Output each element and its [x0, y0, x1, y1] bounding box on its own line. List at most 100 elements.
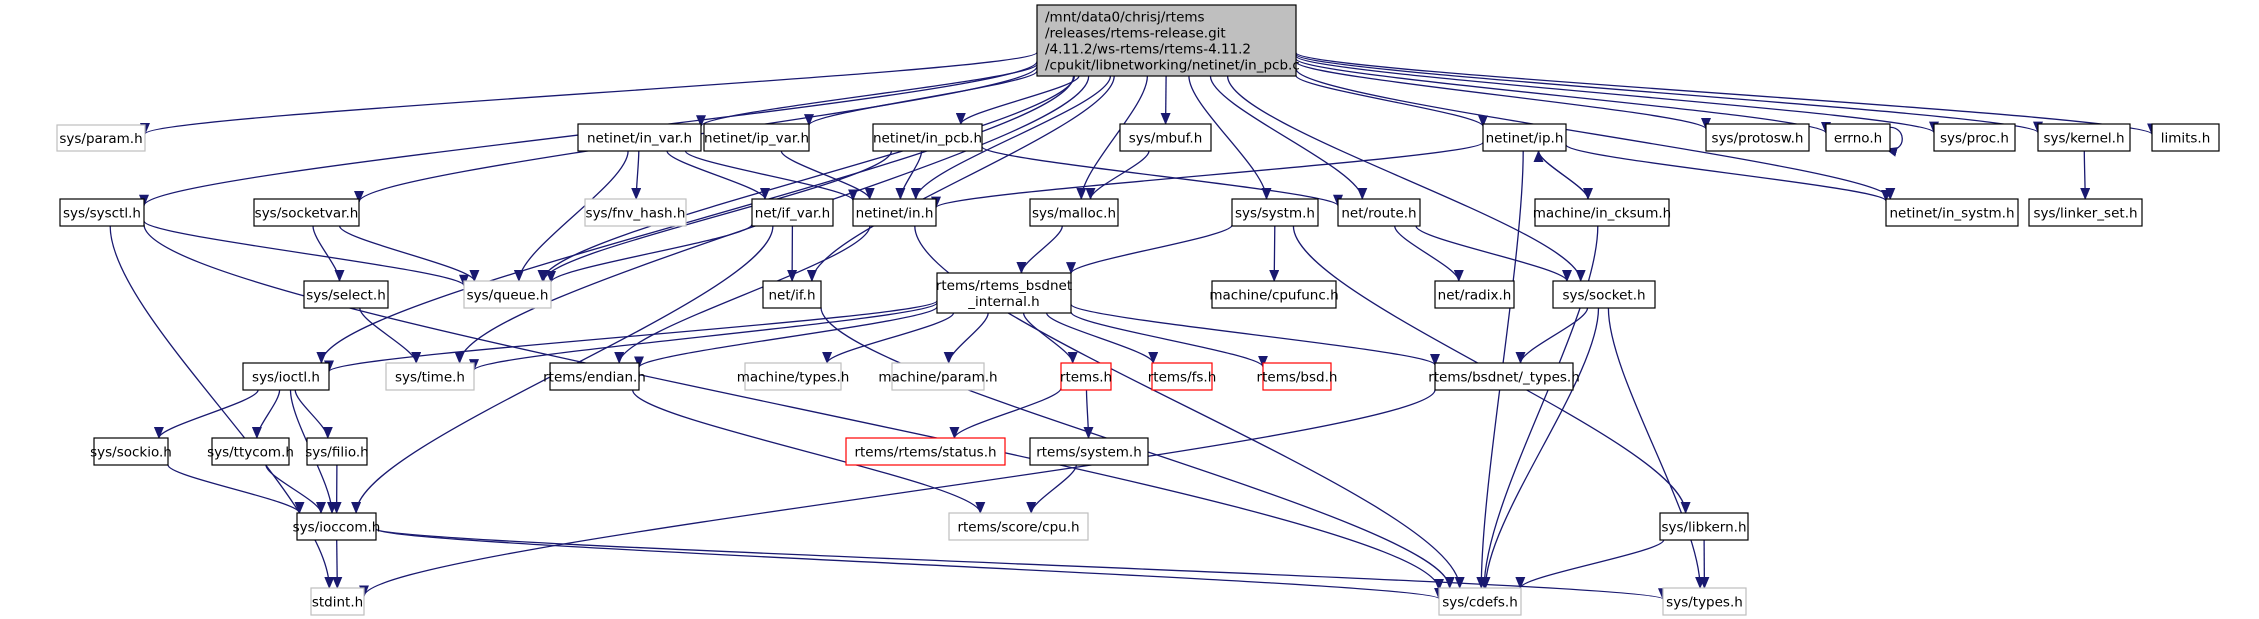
node-label: machine/in_cksum.h	[1533, 206, 1671, 222]
node-label: sys/select.h	[306, 288, 386, 304]
node-sockio[interactable]: sys/sockio.h	[90, 437, 172, 466]
node-btypes[interactable]: rtems/bsdnet/_types.h	[1428, 362, 1580, 391]
edge-in_pcb-to-route	[981, 145, 1343, 207]
node-label: sys/queue.h	[467, 288, 549, 304]
node-rfs[interactable]: rtems/fs.h	[1148, 362, 1217, 391]
node-sysctl[interactable]: sys/sysctl.h	[59, 198, 145, 227]
node-label: sys/libkern.h	[1661, 520, 1746, 536]
node-socket[interactable]: sys/socket.h	[1552, 280, 1656, 309]
node-queue[interactable]: sys/queue.h	[463, 280, 552, 309]
node-if_var[interactable]: net/if_var.h	[751, 198, 834, 227]
node-box	[1662, 587, 1747, 616]
node-box	[891, 362, 985, 391]
node-mbuf[interactable]: sys/mbuf.h	[1119, 123, 1212, 152]
edge-route-to-socket	[1415, 225, 1572, 282]
node-cpu[interactable]: rtems/score/cpu.h	[948, 512, 1089, 541]
edge-root-to-if	[806, 75, 1115, 282]
node-in_var[interactable]: netinet/in_var.h	[577, 123, 702, 152]
node-label: /cpukit/libnetworking/netinet/in_pcb.c	[1045, 58, 1300, 74]
node-limits[interactable]: limits.h	[2151, 123, 2220, 152]
node-label: sys/cdefs.h	[1442, 595, 1518, 611]
edge-ip-to-in_systm	[1565, 144, 1891, 202]
node-label: sys/kernel.h	[2043, 131, 2124, 147]
node-socketvar[interactable]: sys/socketvar.h	[253, 198, 360, 227]
node-label: sys/systm.h	[1235, 206, 1315, 222]
node-box	[1885, 198, 2019, 227]
edge-systm-to-bsdnet_internal	[1066, 224, 1233, 275]
node-endian[interactable]: rtems/endian.h	[543, 362, 646, 391]
node-ioctl[interactable]: sys/ioctl.h	[242, 362, 330, 391]
node-select[interactable]: sys/select.h	[303, 280, 389, 309]
node-proc[interactable]: sys/proc.h	[1933, 123, 2016, 152]
node-rbsd[interactable]: rtems/bsd.h	[1257, 362, 1338, 391]
node-ip[interactable]: netinet/ip.h	[1482, 123, 1567, 152]
node-linker_set[interactable]: sys/linker_set.h	[2028, 198, 2143, 227]
node-sys_param[interactable]: sys/param.h	[56, 124, 146, 152]
node-bsdnet_internal[interactable]: rtems/rtems_bsdnet_internal.h	[936, 272, 1072, 314]
node-label: machine/types.h	[737, 370, 850, 386]
node-label: netinet/in_systm.h	[1889, 206, 2014, 222]
node-protosw[interactable]: sys/protosw.h	[1705, 123, 1810, 152]
node-box	[1434, 280, 1515, 309]
node-in_pcb[interactable]: netinet/in_pcb.h	[872, 123, 983, 152]
edge-ioccom-to-stdint	[332, 539, 343, 589]
node-libkern[interactable]: sys/libkern.h	[1659, 512, 1749, 541]
edge-in_var-to-fnv_hash	[631, 150, 642, 200]
node-stdint[interactable]: stdint.h	[310, 587, 365, 616]
edge-socket-to-cdefs	[1480, 307, 1600, 589]
edge-systm-to-cpufunc	[1269, 225, 1280, 282]
node-mtypes[interactable]: machine/types.h	[737, 362, 850, 391]
node-label: limits.h	[2161, 131, 2211, 147]
node-cdefs[interactable]: sys/cdefs.h	[1438, 587, 1522, 616]
node-time[interactable]: sys/time.h	[385, 362, 475, 391]
node-box	[1705, 123, 1810, 152]
node-systm[interactable]: sys/systm.h	[1231, 198, 1319, 227]
node-box	[1211, 280, 1337, 309]
root-file-node[interactable]: /mnt/data0/chrisj/rtems/releases/rtems-r…	[1036, 4, 1300, 77]
node-rsystem[interactable]: rtems/system.h	[1029, 437, 1149, 466]
node-label: netinet/in.h	[856, 206, 934, 222]
node-filio[interactable]: sys/filio.h	[305, 437, 369, 466]
node-label: machine/param.h	[878, 370, 997, 386]
node-ioccom[interactable]: sys/ioccom.h	[293, 512, 381, 541]
node-fnv_hash[interactable]: sys/fnv_hash.h	[584, 198, 687, 227]
node-label: stdint.h	[312, 595, 363, 611]
node-rtems[interactable]: rtems.h	[1060, 362, 1112, 391]
node-label: sys/ttycom.h	[207, 445, 294, 461]
edge-ttycom-to-ioccom	[265, 464, 326, 514]
node-if[interactable]: net/if.h	[762, 280, 822, 309]
edge-root-to-mbuf	[1160, 75, 1171, 125]
nodes-layer: /mnt/data0/chrisj/rtems/releases/rtems-r…	[56, 4, 2220, 616]
edge-rsystem-to-cpu	[1026, 464, 1077, 514]
node-mparam[interactable]: machine/param.h	[878, 362, 998, 391]
node-in_cksum[interactable]: machine/in_cksum.h	[1533, 198, 1671, 227]
node-radix[interactable]: net/radix.h	[1434, 280, 1515, 309]
node-status[interactable]: rtems/rtems/status.h	[845, 437, 1006, 466]
node-errno[interactable]: errno.h	[1825, 123, 1891, 152]
node-ttycom[interactable]: sys/ttycom.h	[207, 437, 294, 466]
edge-root-to-in	[910, 75, 1112, 200]
node-box	[1060, 362, 1112, 391]
node-label: sys/socketvar.h	[255, 206, 359, 222]
node-in_systm[interactable]: netinet/in_systm.h	[1885, 198, 2019, 227]
node-label: netinet/in_var.h	[587, 131, 692, 147]
node-kernel[interactable]: sys/kernel.h	[2037, 123, 2131, 152]
node-box	[1119, 123, 1212, 152]
edge-root-to-ip	[1295, 74, 1488, 128]
edge-ioctl-to-filio	[294, 389, 333, 439]
edge-root-to-route	[1209, 75, 1368, 200]
node-route[interactable]: net/route.h	[1337, 198, 1421, 227]
node-types[interactable]: sys/types.h	[1662, 587, 1747, 616]
node-label: sys/fnv_hash.h	[586, 206, 686, 222]
edge-root-to-proc	[1295, 55, 1939, 134]
node-in[interactable]: netinet/in.h	[852, 198, 937, 227]
node-malloc[interactable]: sys/malloc.h	[1029, 198, 1119, 227]
edge-root-to-protosw	[1295, 61, 1711, 130]
edge-rtems-to-status	[949, 387, 1062, 439]
edge-btypes-to-stdint	[359, 389, 1436, 598]
node-cpufunc[interactable]: machine/cpufunc.h	[1209, 280, 1339, 309]
node-label: rtems/bsdnet/_types.h	[1428, 370, 1580, 386]
edge-bsdnet_internal-to-mtypes	[822, 312, 955, 364]
node-ip_var[interactable]: netinet/ip_var.h	[703, 123, 810, 152]
edge-root-to-sys_param	[140, 51, 1038, 135]
